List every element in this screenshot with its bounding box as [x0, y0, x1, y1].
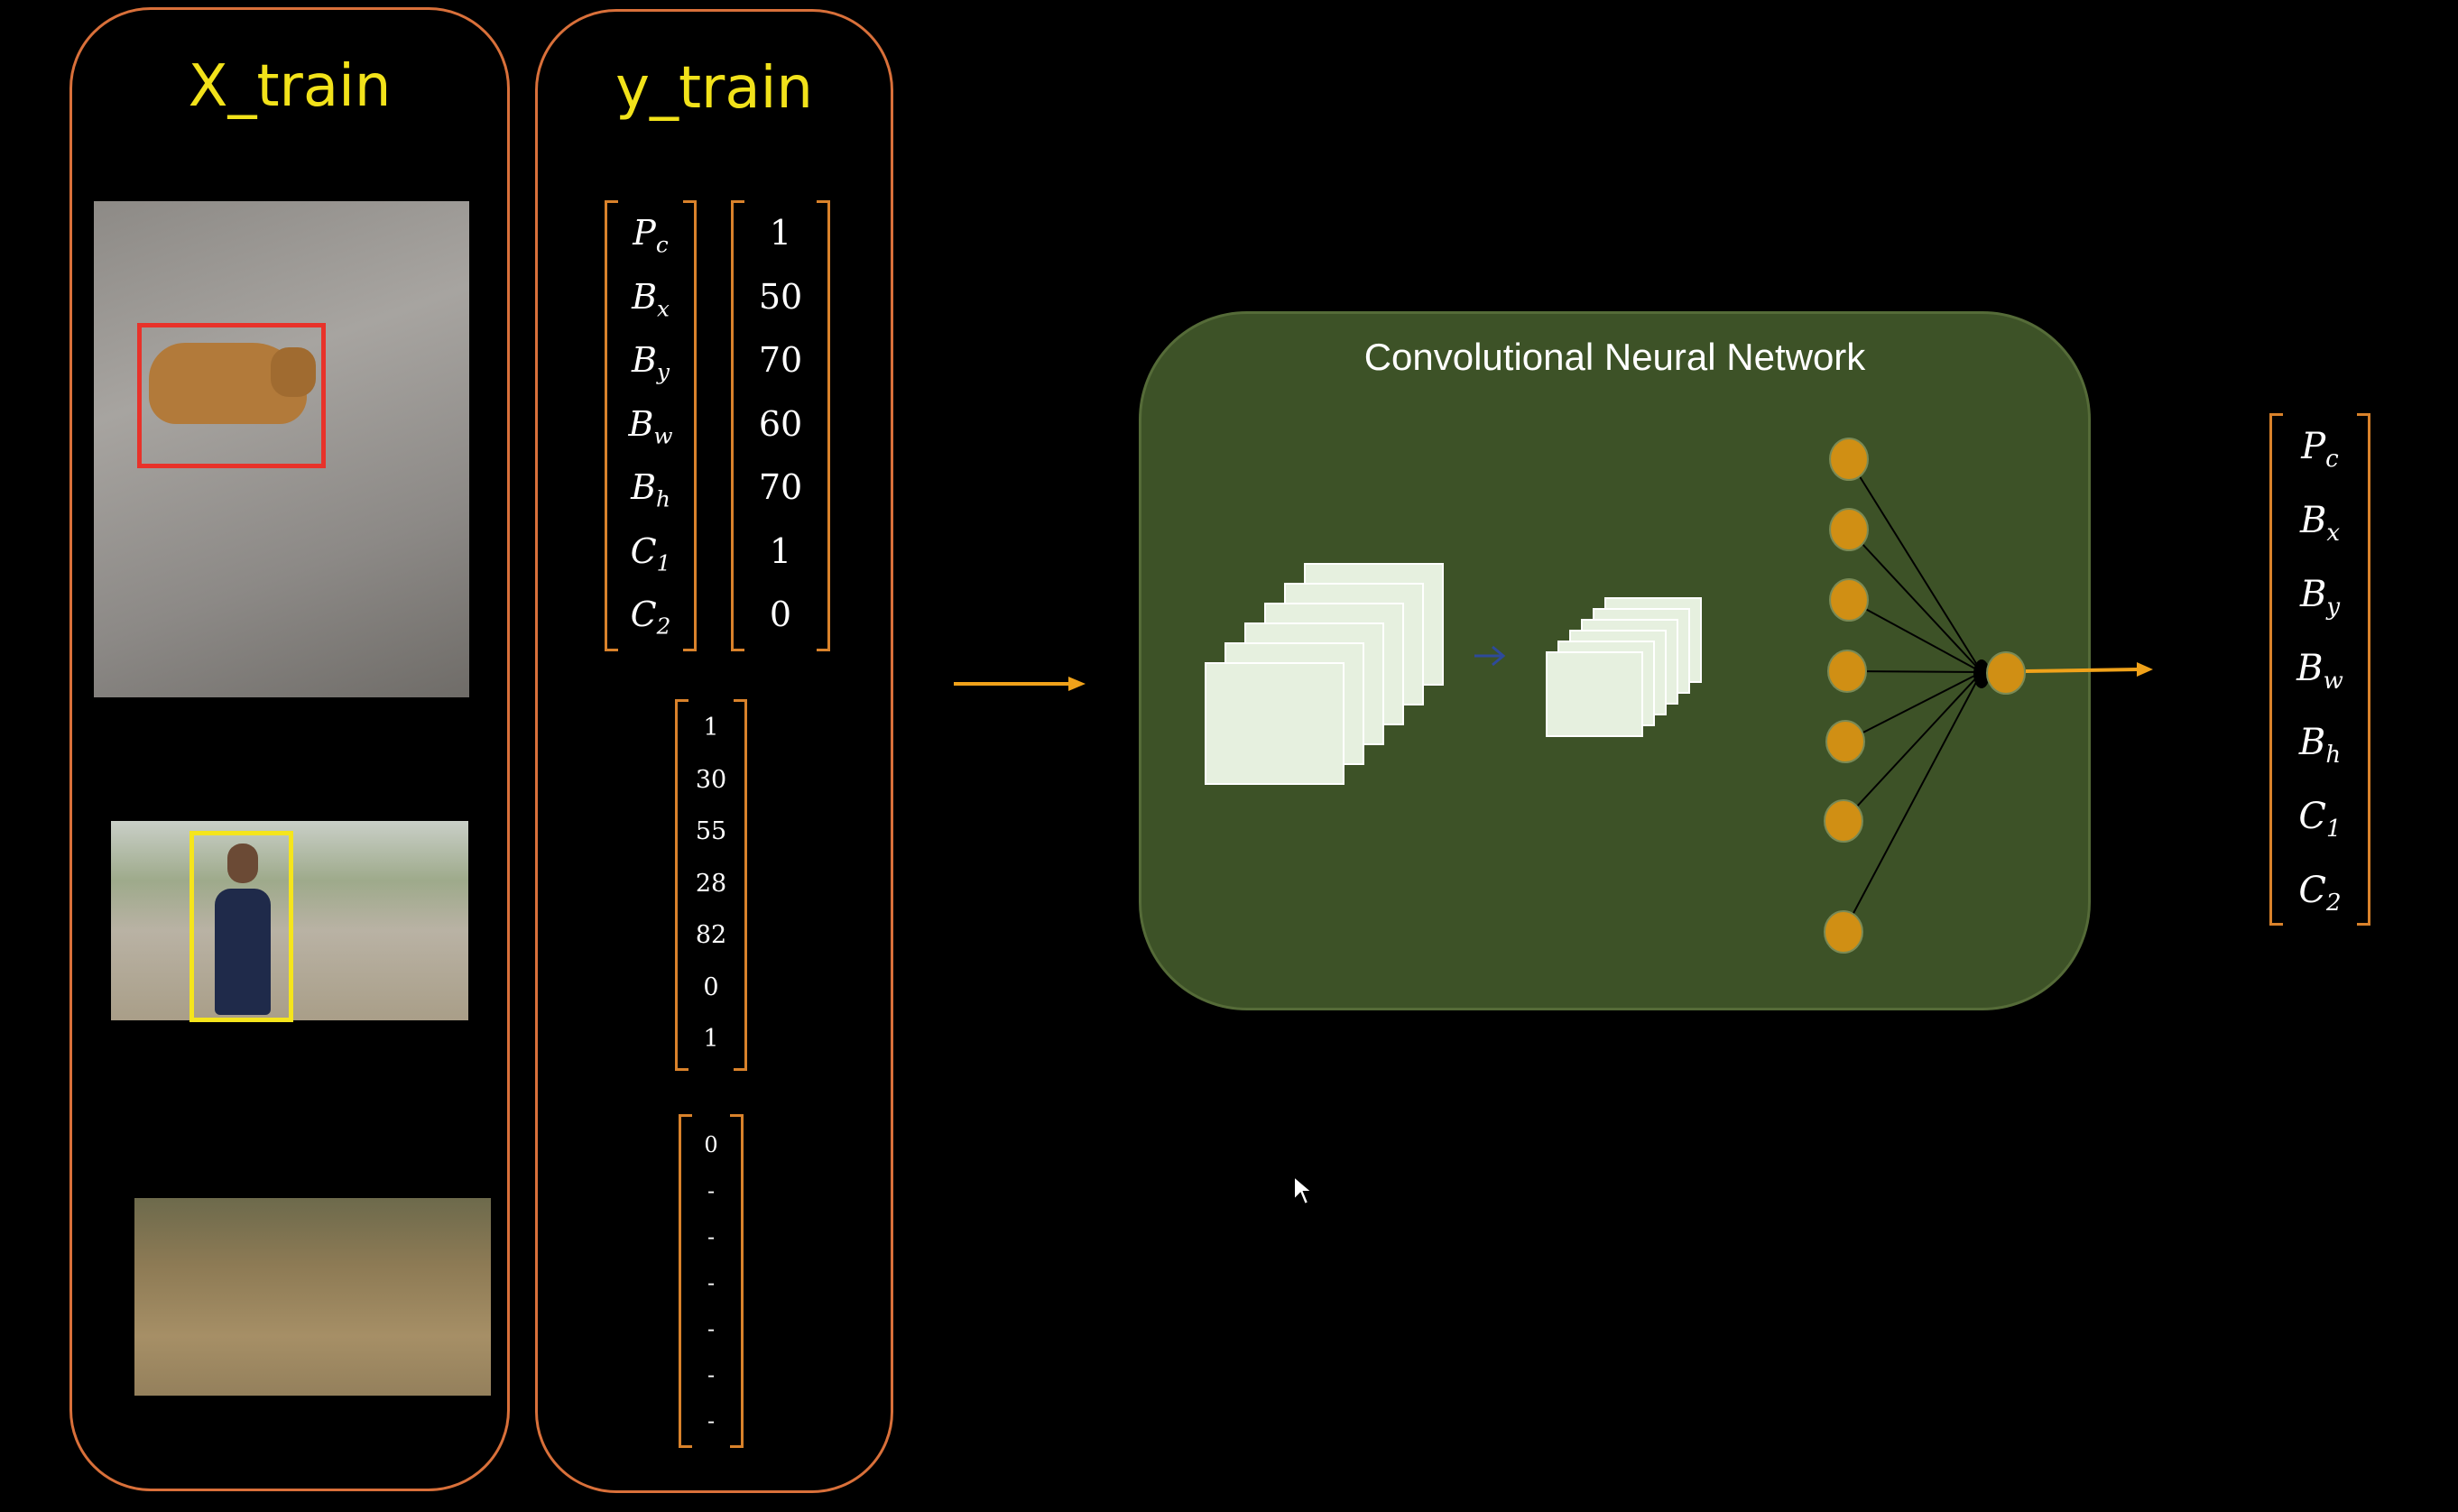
connection-6	[1843, 671, 1982, 933]
label-symbol-5: C1	[630, 530, 671, 576]
person-head-shape	[227, 844, 258, 883]
output-symbol-4: Bh	[2298, 722, 2342, 769]
label-symbol-1: Bx	[632, 276, 670, 322]
output-arrow-head	[2137, 662, 2153, 677]
label-symbol-2: By	[632, 340, 670, 385]
x-train-panel: X_train	[69, 7, 510, 1491]
dog-bounding-box	[137, 323, 326, 468]
connection-5	[1843, 671, 1982, 822]
sample-1-value-0: 1	[769, 213, 792, 253]
hidden-neuron-2	[1829, 578, 1869, 622]
label-symbol-6: C2	[630, 595, 671, 640]
person-shape	[215, 889, 271, 1015]
dog-head-shape	[271, 347, 316, 397]
connection-4	[1844, 671, 1982, 742]
sample-2-label-vector: 1 30 55 28 82 0 1	[675, 699, 747, 1071]
sample-2-value-0: 1	[703, 714, 719, 742]
hidden-neuron-3	[1827, 650, 1867, 693]
sample-2-value-1: 30	[695, 765, 727, 794]
sample-2-value-2: 55	[695, 817, 727, 845]
person-bounding-box	[189, 831, 293, 1022]
sample-2-value-4: 82	[695, 921, 727, 949]
connection-2	[1848, 599, 1982, 673]
hidden-neuron-5	[1824, 799, 1863, 843]
sample-1-value-5: 1	[769, 530, 792, 571]
hidden-neuron-0	[1829, 438, 1869, 481]
sample-2-value-3: 28	[695, 869, 727, 898]
output-symbol-6: C2	[2298, 870, 2342, 917]
sample-2-value-6: 1	[703, 1025, 719, 1053]
connection-1	[1848, 529, 1982, 673]
label-symbol-4: Bh	[631, 467, 670, 512]
sample-1-value-4: 70	[758, 467, 803, 507]
output-symbol-1: Bx	[2299, 500, 2341, 547]
pooled-feature-map-0	[1546, 651, 1643, 737]
hidden-neuron-4	[1825, 720, 1865, 763]
output-symbol-0: Pc	[2301, 426, 2339, 473]
sample-3-label-vector: 0 - - - - - -	[679, 1114, 744, 1448]
sample-3-value-2: -	[707, 1224, 716, 1249]
sample-1-value-6: 0	[769, 595, 792, 634]
cnn-title: Convolutional Neural Network	[1363, 336, 1866, 378]
input-arrow-head	[1068, 677, 1086, 691]
sample-3-value-5: -	[707, 1362, 716, 1388]
connection-0	[1848, 458, 1982, 673]
pooling-arrow-head	[1492, 645, 1506, 667]
dog-image	[94, 201, 469, 697]
sample-1-value-2: 70	[758, 340, 803, 380]
sample-3-value-6: -	[707, 1408, 716, 1434]
output-symbol-5: C1	[2298, 796, 2342, 843]
y-train-panel: y_train	[535, 9, 893, 1493]
hidden-neuron-1	[1829, 508, 1869, 551]
sample-3-value-4: -	[707, 1316, 716, 1341]
output-symbol-3: Bw	[2296, 648, 2343, 695]
mouse-cursor-icon	[1293, 1175, 1314, 1206]
output-symbol-2: By	[2299, 574, 2341, 621]
sample-1-value-3: 60	[758, 403, 803, 444]
label-symbol-3: Bw	[628, 403, 673, 449]
junction-node	[1973, 659, 1990, 688]
sample-2-value-5: 0	[703, 973, 719, 1001]
hidden-neuron-6	[1824, 910, 1863, 954]
conv-feature-map-0	[1205, 662, 1345, 785]
y-train-title: y_train	[615, 55, 813, 122]
x-train-title: X_train	[188, 53, 392, 120]
label-symbol-0: Pc	[633, 213, 669, 258]
background-image	[134, 1198, 491, 1396]
sample-3-value-0: 0	[704, 1132, 718, 1157]
sample-1-value-1: 50	[758, 276, 803, 317]
connection-3	[1846, 670, 1982, 673]
sample-1-label-vector: 1 50 70 60 70 1 0	[731, 200, 830, 651]
output-neuron	[1986, 651, 2026, 695]
sample-3-value-1: -	[707, 1178, 716, 1203]
output-arrow	[2025, 668, 2139, 673]
sample-3-value-3: -	[707, 1270, 716, 1295]
